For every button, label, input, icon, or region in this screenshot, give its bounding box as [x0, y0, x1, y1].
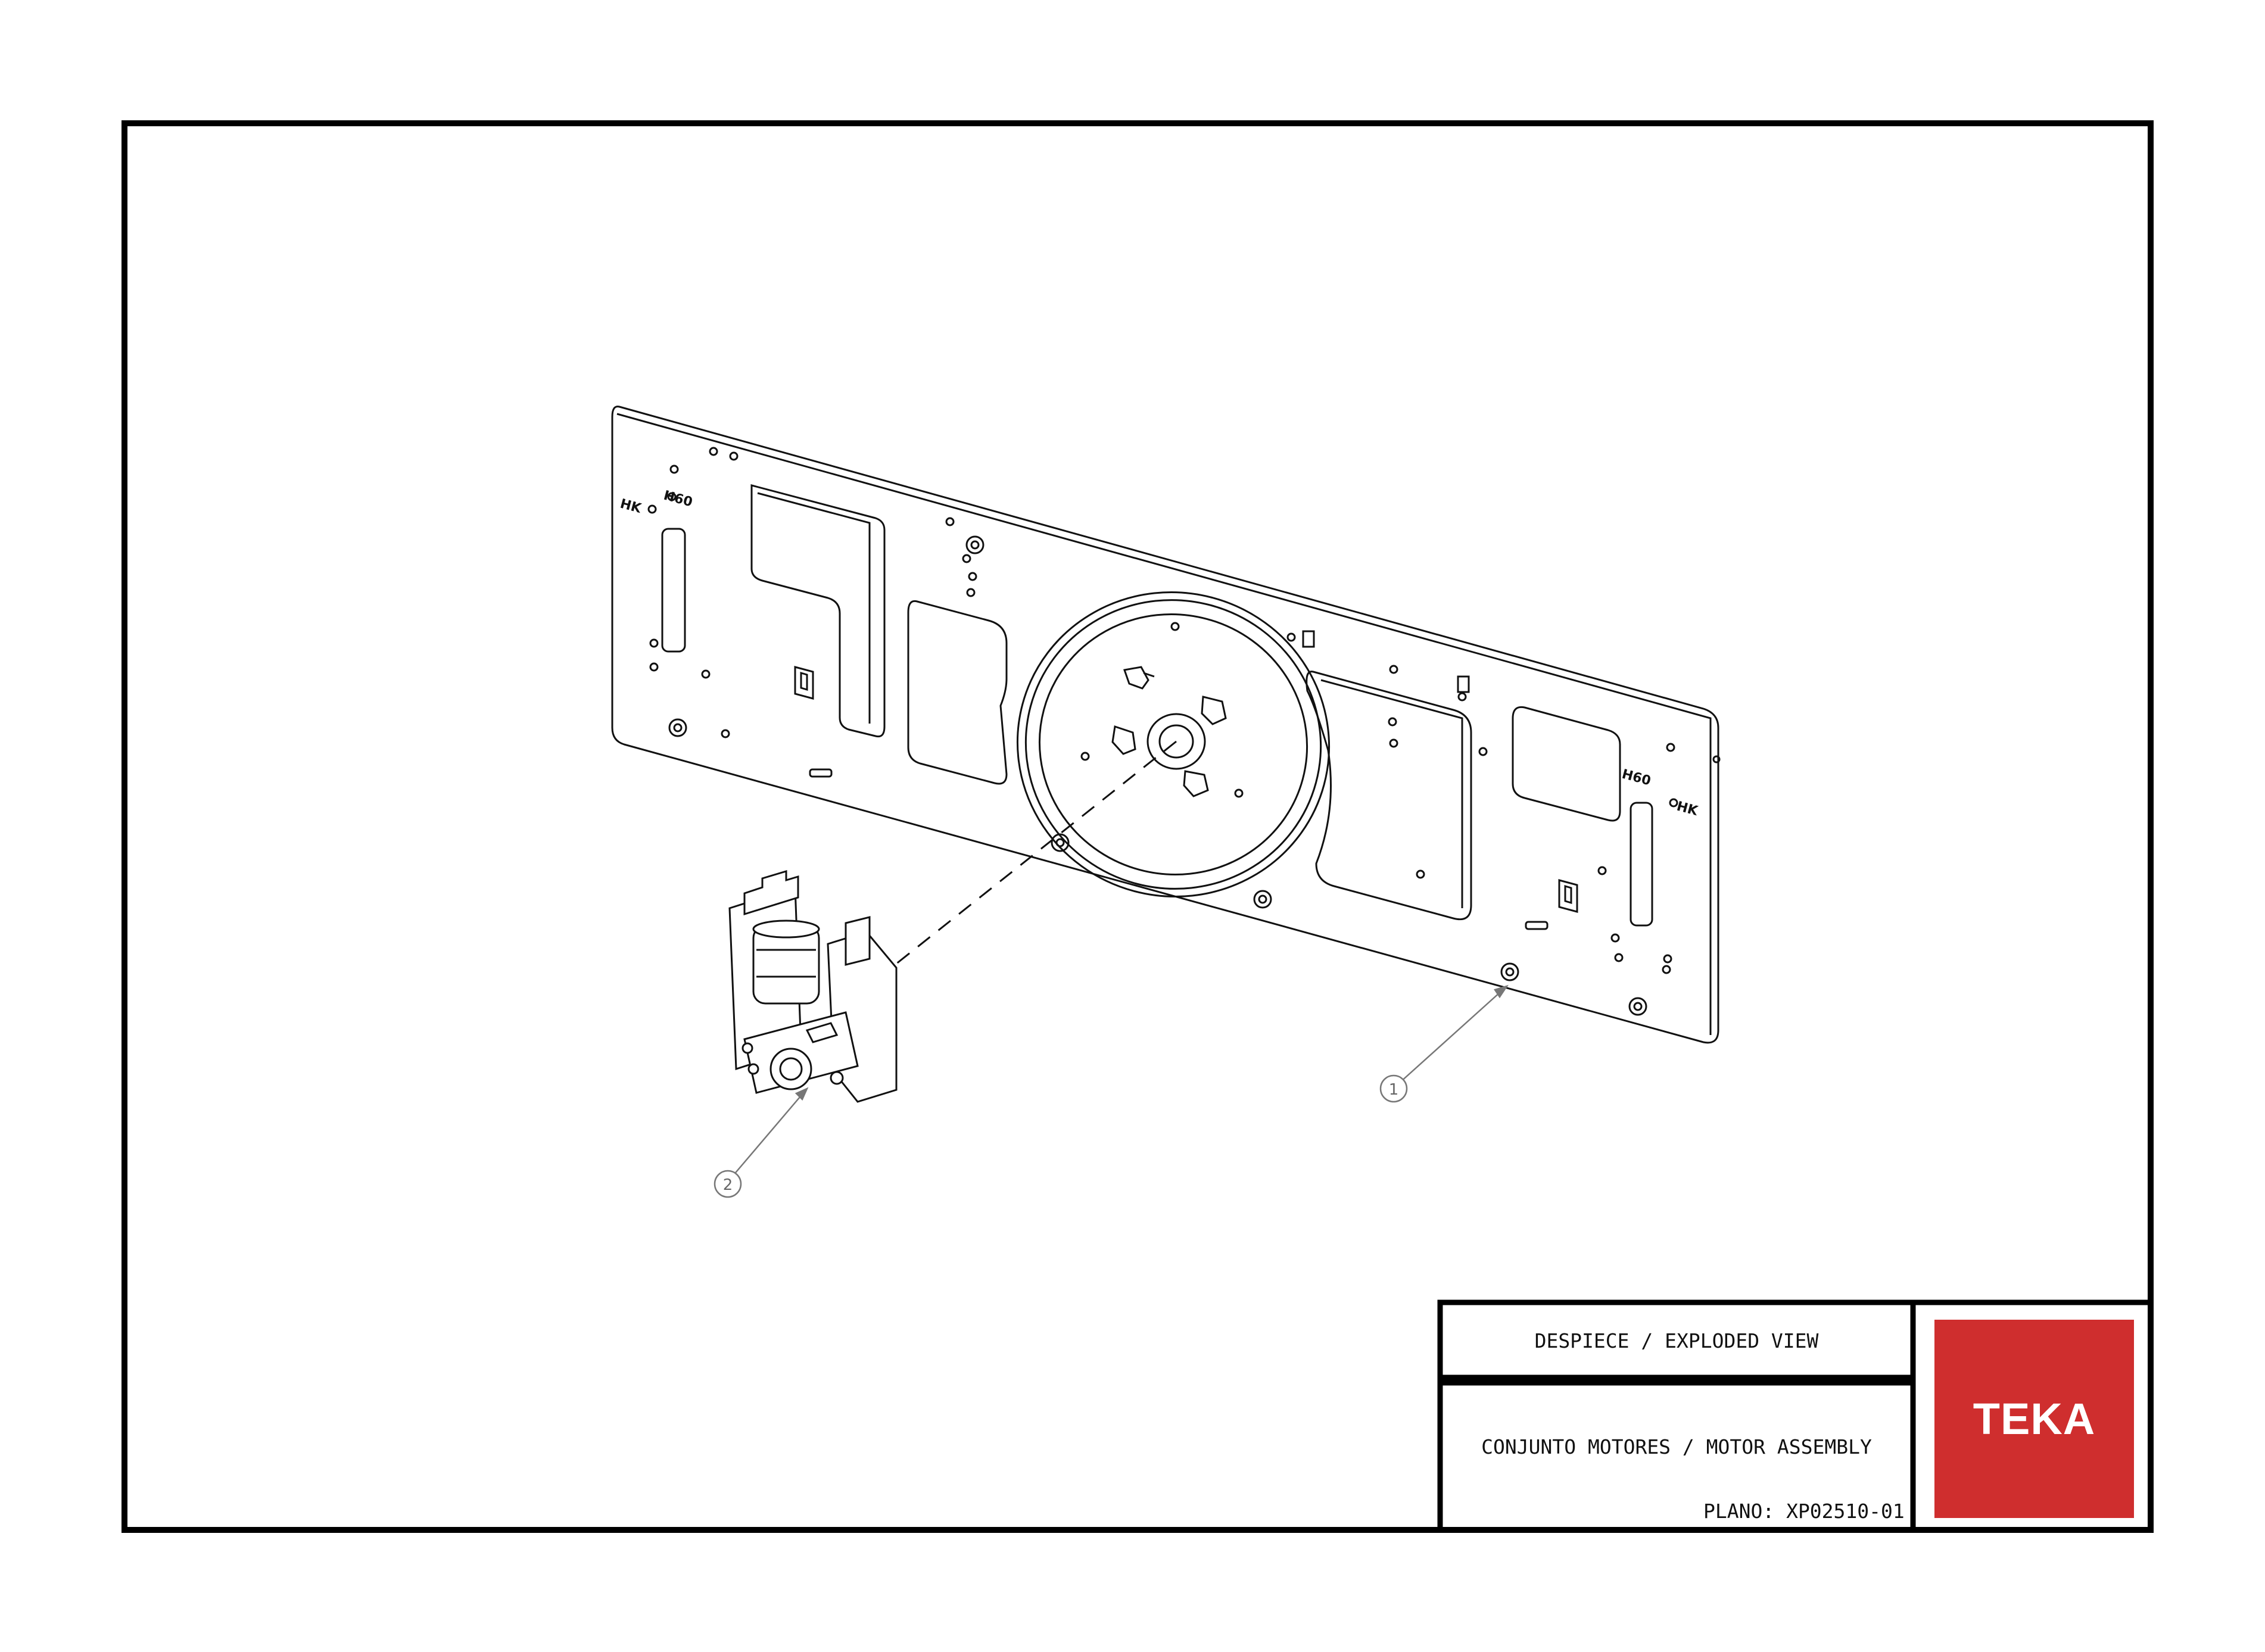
assembly-axis-line	[872, 740, 1177, 984]
view-title: DESPIECE / EXPLODED VIEW	[1534, 1329, 1819, 1352]
assembly-title: CONJUNTO MOTORES / MOTOR ASSEMBLY	[1481, 1435, 1872, 1458]
teka-logo: TEKA	[1934, 1320, 2134, 1518]
callout-2-number: 2	[723, 1176, 733, 1194]
title-block-grid	[1437, 1299, 2154, 1533]
plate-holes	[647, 447, 1721, 1016]
motor-part	[728, 869, 898, 1103]
teka-logo-text: TEKA	[1973, 1394, 2096, 1444]
sheet-border	[121, 120, 2154, 1533]
back-plate-part	[611, 406, 1719, 1044]
callout-leaders	[714, 984, 1509, 1198]
plan-number: PLANO: XP02510-01	[1703, 1500, 1905, 1523]
callout-1-number: 1	[1389, 1081, 1399, 1099]
